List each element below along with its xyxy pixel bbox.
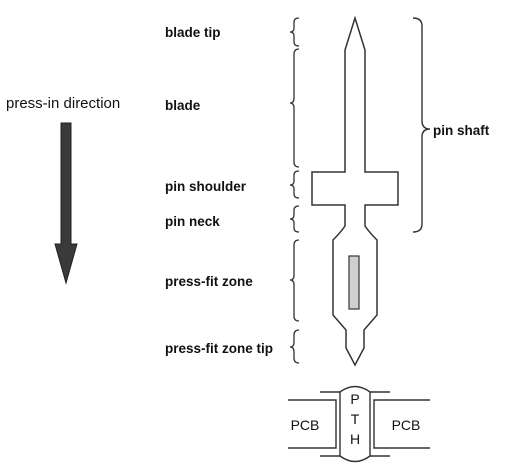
pin-shaft-brace <box>412 17 431 233</box>
press-in-arrow-icon <box>54 122 78 285</box>
press-fit-zone-label: press-fit zone <box>165 274 253 289</box>
pcb-right-outline <box>373 399 430 449</box>
pth-letter-t: T <box>351 411 360 427</box>
pcb-right-label: PCB <box>392 417 421 433</box>
pth-plating-left <box>320 391 341 457</box>
blade-label: blade <box>165 98 201 113</box>
press-fit-zone-brace <box>289 239 300 322</box>
pin-neck-label: pin neck <box>165 214 220 229</box>
press-fit-zone-tip-label: press-fit zone tip <box>165 341 274 356</box>
press-fit-slot <box>348 255 360 310</box>
press-fit-zone-tip-brace <box>289 329 300 364</box>
pth-letter-h: H <box>350 431 360 447</box>
pin-body <box>311 15 399 367</box>
blade-brace <box>289 48 300 168</box>
press-in-direction-label: press-in direction <box>6 95 121 112</box>
pth-plating-right <box>369 391 390 457</box>
pin-shaft-label: pin shaft <box>433 123 490 138</box>
pin-shoulder-label: pin shoulder <box>165 179 246 194</box>
pth-bottom-arc <box>339 455 371 463</box>
blade-tip-label: blade tip <box>165 25 221 40</box>
pcb-cross-section <box>288 385 430 463</box>
pcb-left-label: PCB <box>291 417 320 433</box>
pin-neck-brace <box>289 205 300 233</box>
pth-top-arc <box>339 385 371 393</box>
pin-shoulder-brace <box>289 170 300 199</box>
pth-letter-p: P <box>350 391 359 407</box>
blade-tip-brace <box>289 17 300 47</box>
segment-braces <box>289 17 300 364</box>
pcb-left-outline <box>288 399 337 449</box>
